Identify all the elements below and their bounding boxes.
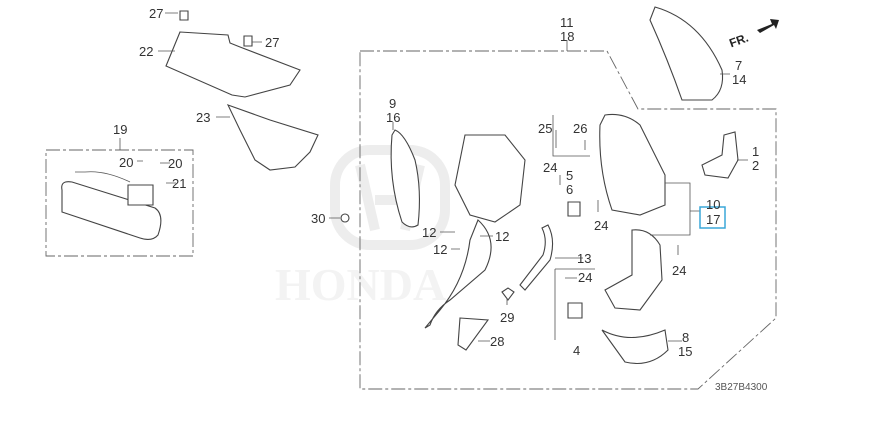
callout-6[interactable]: 6	[566, 182, 573, 197]
part-7-cap	[649, 6, 724, 101]
part-10-housing	[599, 113, 666, 216]
part-1-lamp	[701, 131, 739, 179]
callout-2[interactable]: 2	[752, 158, 759, 173]
callout-21[interactable]: 21	[172, 176, 186, 191]
callout-9[interactable]: 9	[389, 96, 396, 111]
part-9-glass	[390, 129, 420, 228]
callout-1[interactable]: 1	[752, 144, 759, 159]
fr-label: FR.	[727, 30, 750, 50]
callout-16[interactable]: 16	[386, 110, 400, 125]
callout-27[interactable]: 27	[149, 6, 163, 21]
part-garnish	[604, 229, 663, 311]
callout-24[interactable]: 24	[543, 160, 557, 175]
callout-29[interactable]: 29	[500, 310, 514, 325]
callout-8[interactable]: 8	[682, 330, 689, 345]
part-21-bracket	[127, 184, 154, 206]
arrow-icon	[757, 19, 779, 33]
callout-14[interactable]: 14	[732, 72, 746, 87]
callout-7[interactable]: 7	[735, 58, 742, 73]
part-19-mirror	[61, 181, 162, 241]
diagram-code: 3B27B4300	[715, 382, 768, 393]
callout-24[interactable]: 24	[594, 218, 608, 233]
part-29-clip	[501, 287, 515, 301]
part-5-6-unit	[567, 201, 581, 217]
part-actuator	[454, 134, 526, 223]
part-22-console	[165, 31, 301, 98]
callout-12[interactable]: 12	[433, 242, 447, 257]
highlight-box-17	[699, 206, 726, 229]
callout-19[interactable]: 19	[113, 122, 127, 137]
callout-18[interactable]: 18	[560, 29, 574, 44]
callout-13[interactable]: 13	[577, 251, 591, 266]
callout-5[interactable]: 5	[566, 168, 573, 183]
callout-24[interactable]: 24	[672, 263, 686, 278]
callout-23[interactable]: 23	[196, 110, 210, 125]
callout-12[interactable]: 12	[422, 225, 436, 240]
callout-30[interactable]: 30	[311, 211, 325, 226]
callout-27[interactable]: 27	[265, 35, 279, 50]
part-shapes	[61, 6, 739, 365]
part-30-nut	[340, 213, 350, 223]
callout-26[interactable]: 26	[573, 121, 587, 136]
callout-10[interactable]: 10	[706, 197, 720, 212]
callout-11[interactable]: 11	[560, 15, 574, 30]
group-box-19	[45, 149, 194, 257]
callout-20[interactable]: 20	[168, 156, 182, 171]
part-8-skull-cap	[601, 329, 669, 365]
watermark-text: HONDA	[275, 259, 446, 310]
callout-25[interactable]: 25	[538, 121, 552, 136]
callout-20[interactable]: 20	[119, 155, 133, 170]
callout-15[interactable]: 15	[678, 344, 692, 359]
part-harness	[424, 219, 492, 329]
part-4-camera	[567, 302, 583, 319]
callout-labels: 27 27 22 23 19 20 20 21 9 16 30 11 18 7 …	[113, 6, 768, 393]
callout-17[interactable]: 17	[706, 212, 720, 227]
callout-4[interactable]: 4	[573, 343, 580, 358]
part-13-tube	[519, 224, 554, 291]
callout-12[interactable]: 12	[495, 229, 509, 244]
callout-24[interactable]: 24	[578, 270, 592, 285]
part-23-cover	[226, 104, 319, 171]
group-box-11-18	[359, 50, 777, 390]
part-27-clips	[179, 10, 253, 47]
callout-28[interactable]: 28	[490, 334, 504, 349]
honda-watermark: HONDA	[275, 145, 450, 310]
front-direction-indicator: FR.	[727, 19, 779, 50]
callout-22[interactable]: 22	[139, 44, 153, 59]
part-28-clip	[457, 317, 490, 351]
